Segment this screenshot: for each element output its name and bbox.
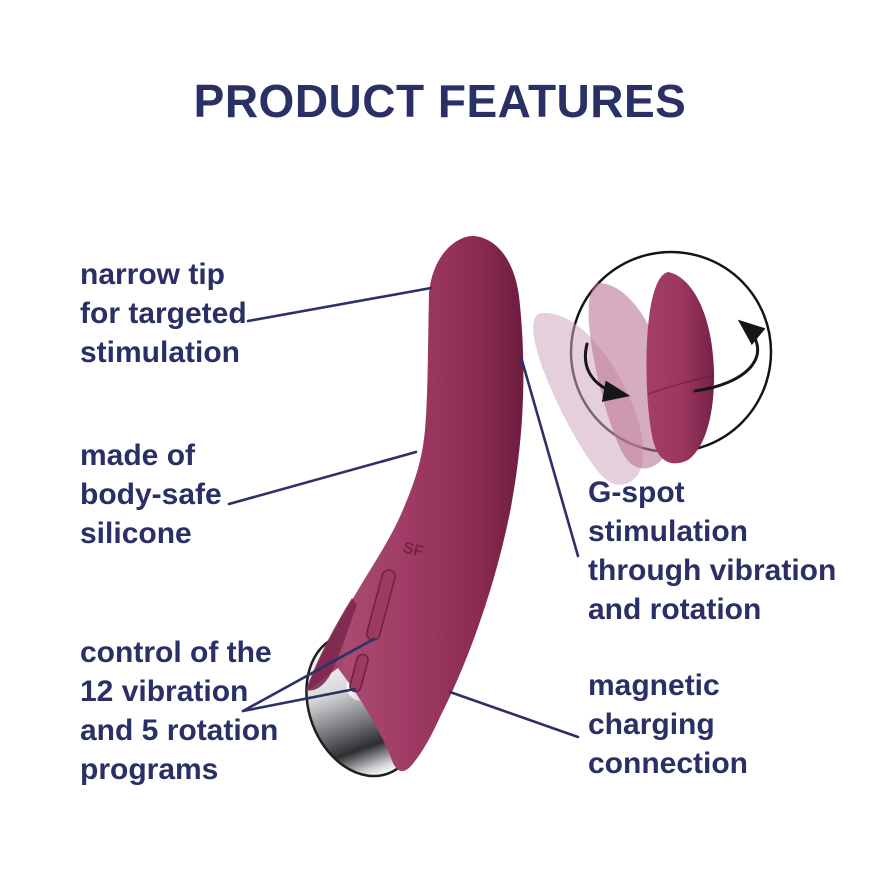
sf-logo: SF (401, 539, 425, 560)
leader-charging (448, 690, 580, 739)
feature-label-body-safe: made of body-safe silicone (80, 439, 222, 550)
leader-gspot (519, 355, 580, 558)
ghost-tip-far-icon (533, 313, 644, 485)
button-lower (349, 653, 369, 693)
feature-label-gspot: G-spot stimulation through vibration and… (588, 476, 837, 626)
leader-lines (227, 286, 580, 739)
inset-tip-seam (647, 375, 715, 395)
page-title: PRODUCT FEATURES (193, 75, 687, 127)
silicone-split-edge (306, 598, 357, 691)
rotation-arrow-right-icon (693, 319, 766, 393)
rotation-inset (533, 250, 773, 485)
leader-controls-lower (241, 687, 357, 713)
device: SF (305, 235, 524, 778)
feature-label-magnetic-charging: magnetic charging connection (588, 669, 749, 780)
leader-body-safe (227, 450, 418, 506)
feature-label-controls: control of the 12 vibration and 5 rotati… (80, 636, 279, 786)
feature-label-narrow-tip: narrow tip for targeted stimulation (80, 258, 247, 369)
leader-controls-upper (241, 637, 376, 713)
inset-device-tip (646, 272, 715, 464)
device-body (307, 235, 524, 772)
leader-narrow-tip (246, 286, 433, 323)
rotation-arrow-left-icon (584, 342, 631, 402)
